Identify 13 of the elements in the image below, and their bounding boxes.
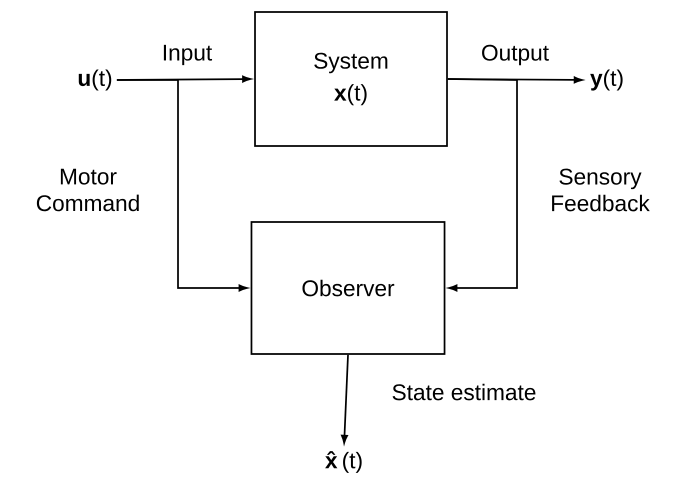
edge-label: Motor Command [24,167,152,213]
observer-box: Observer [250,221,446,355]
signal-label: u(t) [78,69,112,91]
edge-label: State estimate [390,382,538,402]
arrow [341,354,349,444]
signal-label: x̂(t) [325,451,362,473]
signal-label: y(t) [590,69,623,91]
edge-label: Input [160,44,214,66]
arrow [448,78,518,292]
system-box: System x(t) [254,11,448,147]
arrow [116,79,248,292]
edge-label: Sensory Feedback [536,167,664,213]
edge-label: Output [480,43,550,67]
